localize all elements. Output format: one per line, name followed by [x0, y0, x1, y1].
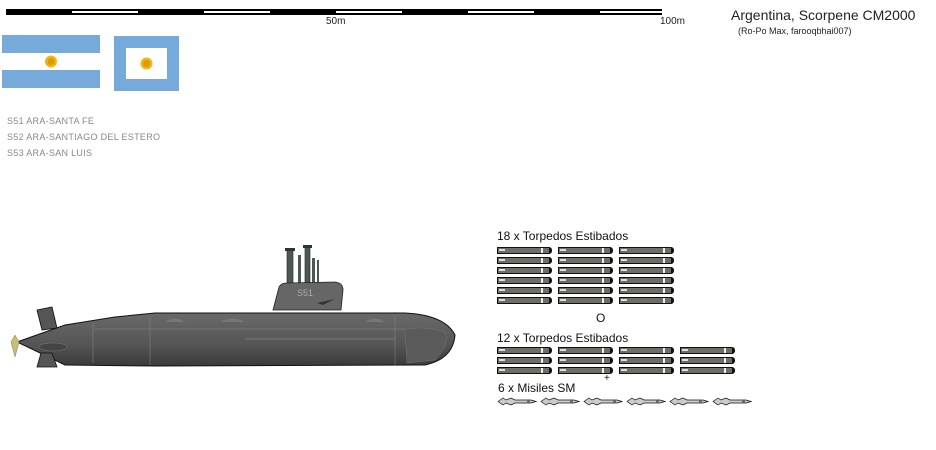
torpedo-icon — [558, 287, 613, 294]
torpedo-icon — [497, 267, 552, 274]
scale-label-50m: 50m — [326, 16, 346, 27]
ship-list: S51 ARA-SANTA FE S52 ARA-SANTIAGO DEL ES… — [7, 113, 160, 161]
torpedo-icon — [497, 247, 552, 254]
argentina-flag-icon — [2, 35, 100, 88]
scale-label-100m: 100m — [660, 16, 686, 27]
torpedo-icon — [497, 257, 552, 264]
ship-name: S51 ARA-SANTA FE — [7, 116, 95, 126]
missile-icon — [540, 397, 580, 406]
scale-bar — [6, 9, 662, 15]
or-separator: O — [596, 311, 606, 325]
missile-icon — [583, 397, 623, 406]
missiles-label: 6 x Misiles SM — [498, 381, 576, 395]
torpedo-icon — [558, 297, 613, 304]
loadout-option2-label: 12 x Torpedos Estibados — [497, 331, 629, 345]
torpedo-icon — [497, 287, 552, 294]
torpedo-icon — [680, 357, 735, 364]
ship-name: S52 ARA-SANTIAGO DEL ESTERO — [7, 132, 161, 142]
missile-row — [497, 397, 752, 406]
torpedo-icon — [497, 367, 552, 374]
missile-icon — [669, 397, 709, 406]
credit-text: (Ro-Po Max, farooqbhai007) — [738, 26, 852, 36]
torpedo-icon — [619, 297, 674, 304]
torpedo-icon — [619, 357, 674, 364]
missile-icon — [626, 397, 666, 406]
torpedo-icon — [558, 257, 613, 264]
torpedo-icon — [619, 277, 674, 284]
torpedo-icon — [680, 347, 735, 354]
torpedo-icon — [619, 247, 674, 254]
submarine-profile: S51 — [10, 245, 456, 368]
torpedo-icon — [497, 347, 552, 354]
torpedo-icon — [619, 267, 674, 274]
torpedo-icon — [558, 267, 613, 274]
naval-jack-icon — [114, 36, 179, 91]
torpedo-icon — [497, 297, 552, 304]
torpedo-icon — [497, 357, 552, 364]
page-title: Argentina, Scorpene CM2000 — [731, 7, 916, 23]
torpedo-icon — [619, 257, 674, 264]
missile-icon — [712, 397, 752, 406]
ship-name: S53 ARA-SAN LUIS — [7, 148, 93, 158]
torpedo-icon — [558, 277, 613, 284]
torpedo-icon — [497, 277, 552, 284]
torpedo-icon — [619, 287, 674, 294]
hull-number: S51 — [297, 288, 313, 298]
loadout-option1-label: 18 x Torpedos Estibados — [497, 229, 629, 243]
torpedo-icon — [619, 347, 674, 354]
torpedo-icon — [558, 347, 613, 354]
plus-separator: + — [604, 373, 610, 384]
torpedo-icon — [619, 367, 674, 374]
torpedo-icon — [558, 357, 613, 364]
torpedo-icon — [680, 367, 735, 374]
missile-icon — [497, 397, 537, 406]
torpedo-icon — [558, 367, 613, 374]
torpedo-icon — [558, 247, 613, 254]
